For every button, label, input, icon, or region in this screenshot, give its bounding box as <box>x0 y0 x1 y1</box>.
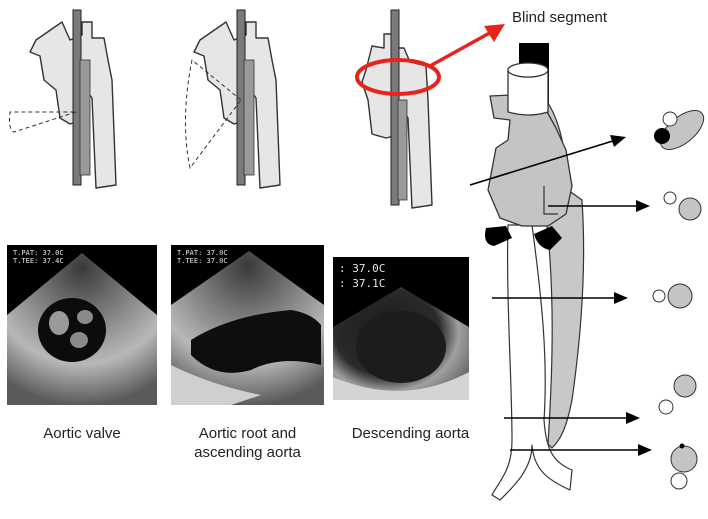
aorta-sketch-blind-segment <box>357 10 505 208</box>
echo-image-aortic-valve: T.PAT: 37.0C T.TEE: 37.4C <box>7 245 157 405</box>
level-arrow-2-head <box>636 200 650 212</box>
callout-arrow-line <box>430 30 495 66</box>
caption-aortic-root: Aortic root and ascending aorta <box>171 424 324 462</box>
cross-section-5 <box>671 444 697 490</box>
temperature-readout: T.PAT: 37.0C T.TEE: 37.4C <box>13 249 64 265</box>
cross-section-4 <box>659 375 696 414</box>
esophagus-band <box>398 100 407 200</box>
caption-descending-aorta: Descending aorta <box>333 424 488 443</box>
echo-image-descending-aorta: : 37.0C : 37.1C <box>333 257 469 400</box>
level-arrow-5-head <box>638 444 652 456</box>
esophagus-aorta-diagram <box>470 43 708 500</box>
level-arrow-4-head <box>626 412 640 424</box>
temperature-readout: T.PAT: 37.0C T.TEE: 37.0C <box>177 249 228 265</box>
caption-aortic-valve: Aortic valve <box>7 424 157 443</box>
trachea-top <box>508 63 548 77</box>
aorta-sketch-aortic-valve <box>10 10 117 188</box>
blind-segment-label: Blind segment <box>512 9 607 26</box>
level-arrow-3-head <box>614 292 628 304</box>
esophagus-band <box>244 60 254 175</box>
cross-section-3 <box>653 284 692 308</box>
level-arrow-1-head <box>610 135 626 147</box>
ultrasound-sector <box>7 245 157 405</box>
ultrasound-sector <box>171 245 324 405</box>
temperature-readout: : 37.0C : 37.1C <box>339 261 385 291</box>
cross-section-1 <box>654 103 708 156</box>
cross-section-2 <box>664 192 701 220</box>
esophagus-band <box>80 60 90 175</box>
aorta-sketch-ascending <box>185 10 280 188</box>
echo-image-aortic-root: T.PAT: 37.0C T.TEE: 37.0C <box>171 245 324 405</box>
